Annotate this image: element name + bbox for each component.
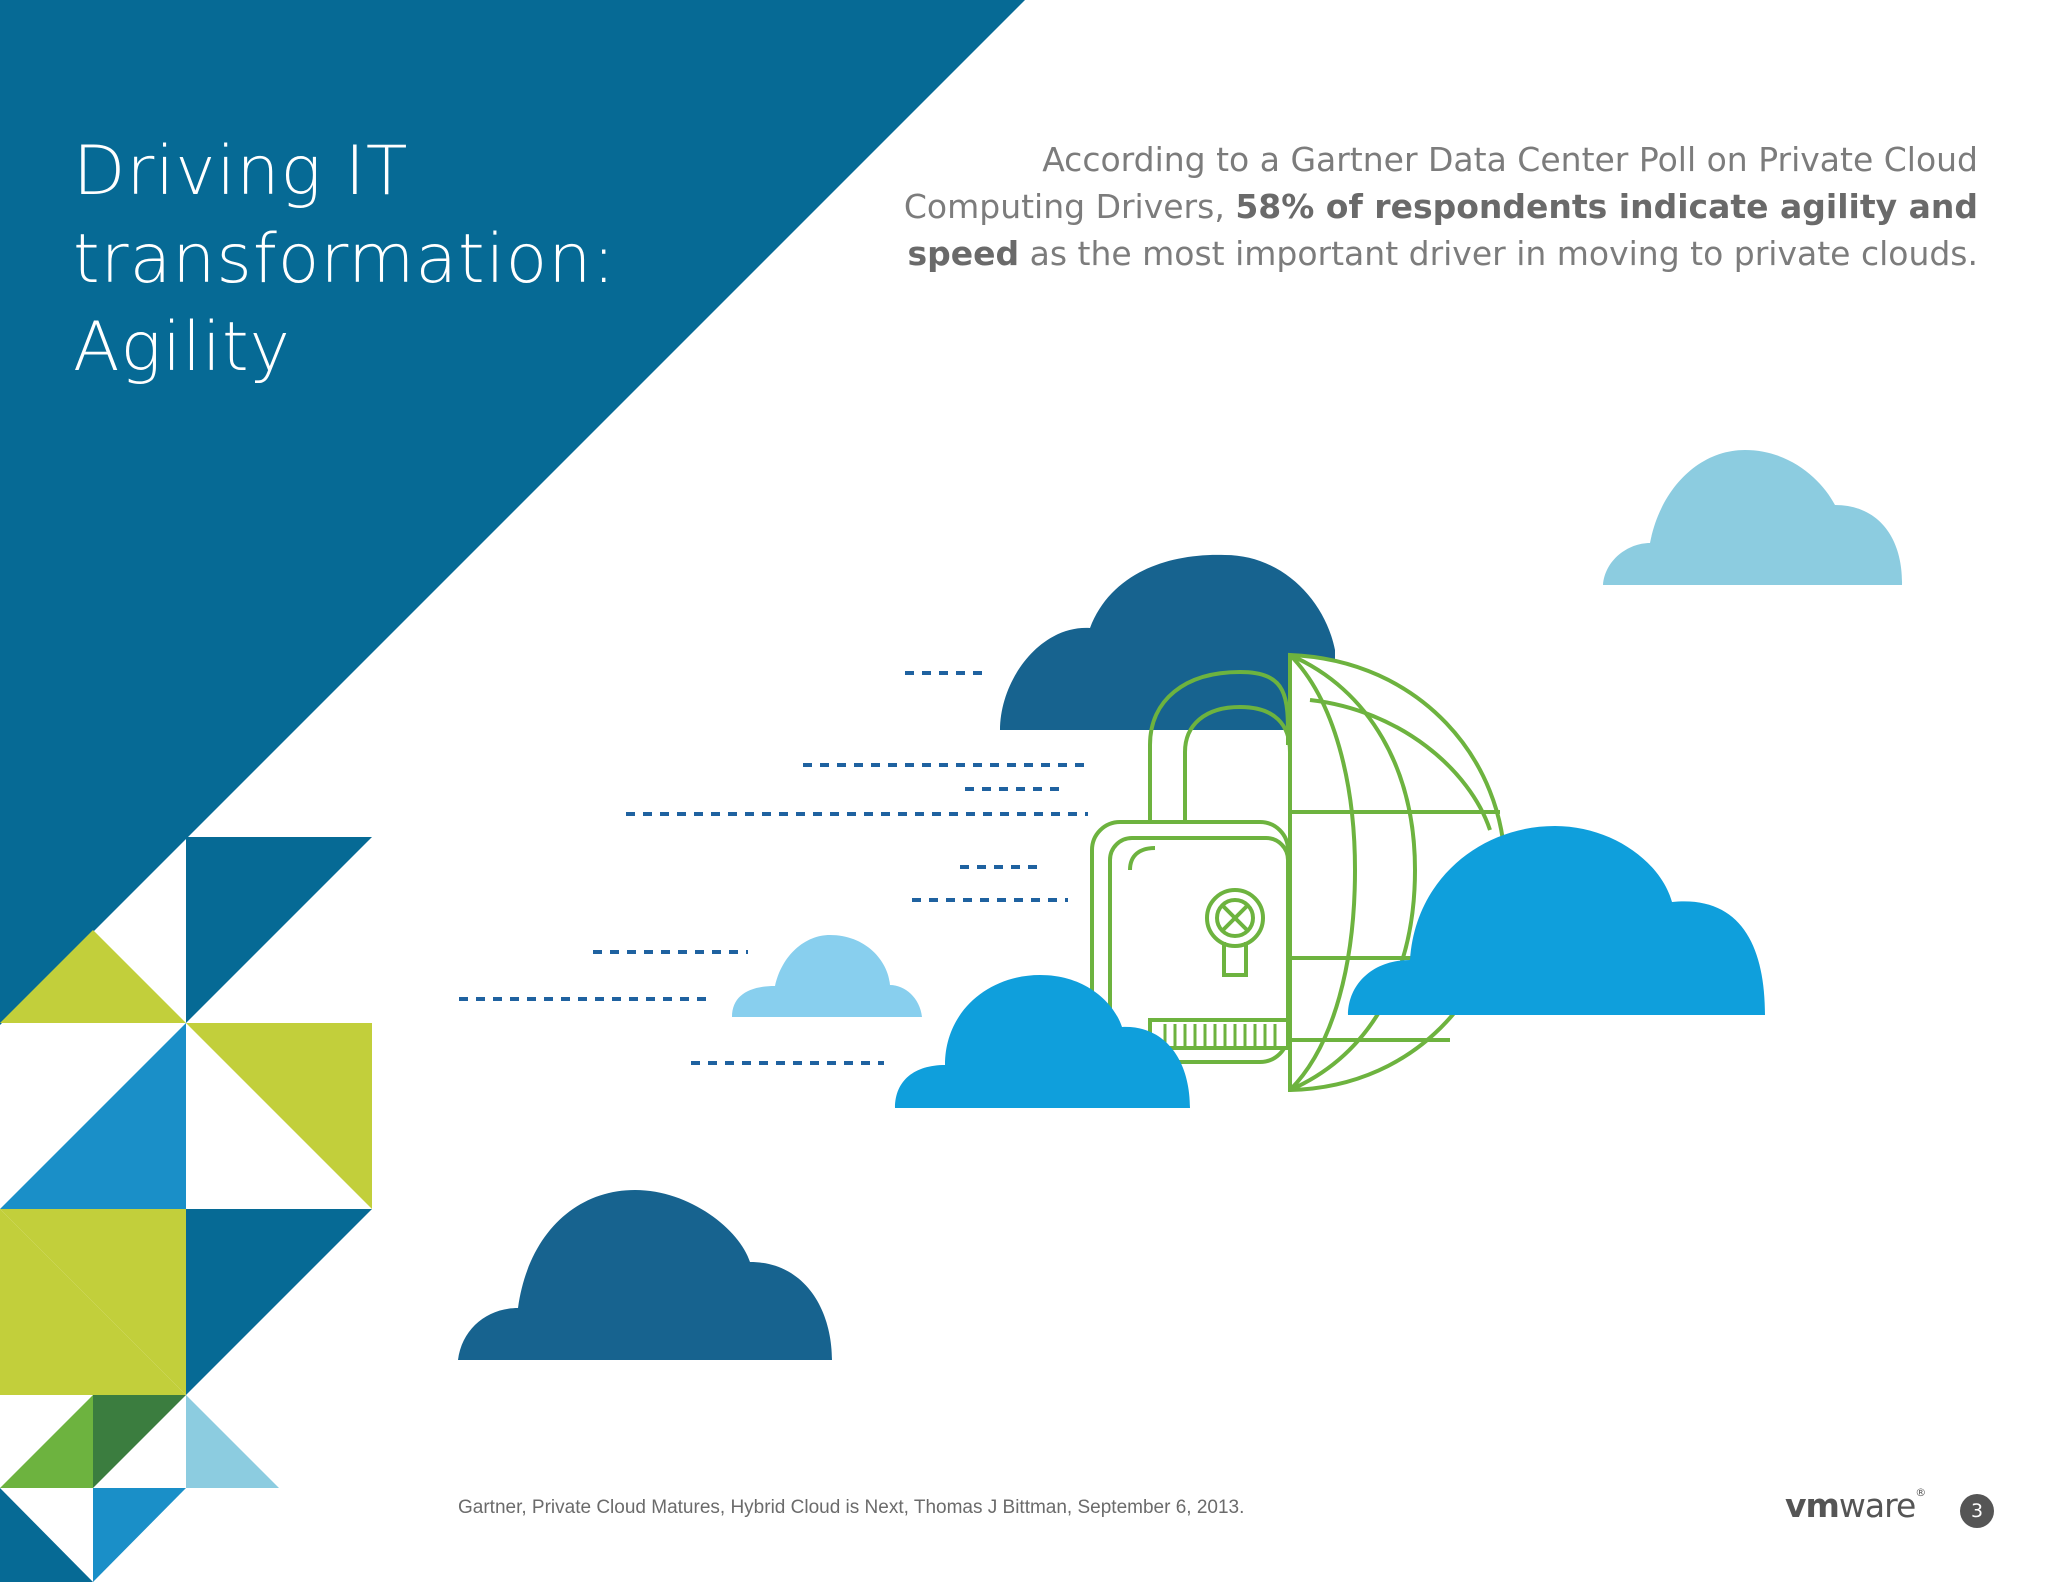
mosaic-triangle [186,1395,279,1488]
mosaic-triangle [186,1023,372,1209]
intro-highlight: 58% of respondents indicate agility and … [907,187,1978,273]
mosaic-triangle [0,1209,186,1395]
cloud-icon [895,975,1190,1108]
title-line: Driving IT [73,132,409,211]
logo-ware: ware [1838,1486,1916,1525]
lock-globe-illustration [1090,652,1508,1093]
triangle-mosaic [0,837,372,1582]
registered-mark: ® [1915,1486,1927,1499]
cloud-icon [1603,450,1903,585]
source-footnote: Gartner, Private Cloud Matures, Hybrid C… [458,1497,1245,1518]
title-line: transformation: [73,220,617,299]
logo-vm: vm [1785,1486,1840,1525]
blue-diagonal-band [0,0,1025,1025]
page-title: Driving IT transformation: Agility [73,128,616,392]
mosaic-triangle [0,1488,93,1582]
cloud-icon [1000,554,1335,730]
mosaic-triangle [0,1023,186,1209]
cloud-icon [458,1190,832,1360]
mosaic-triangle [186,1209,372,1395]
cloud-icon [1348,826,1765,1015]
mosaic-triangle [0,1395,93,1488]
keyhole-icon [1205,888,1265,977]
vmware-logo: vmware® [1785,1486,1926,1525]
intro-text: According to a Gartner Data Center Poll … [903,140,1978,226]
page-number-badge: 3 [1960,1494,1994,1528]
intro-text: as the most important driver in moving t… [1029,234,1978,273]
cloud-icon [732,935,922,1017]
mosaic-triangle [0,930,186,1023]
lock-icon [1090,669,1292,1064]
mosaic-triangle [186,837,372,1023]
title-line: Agility [73,308,291,387]
intro-paragraph: According to a Gartner Data Center Poll … [878,136,1978,277]
mosaic-triangle [93,1488,186,1582]
speed-lines [459,671,1088,1065]
mosaic-triangle [93,1395,186,1488]
